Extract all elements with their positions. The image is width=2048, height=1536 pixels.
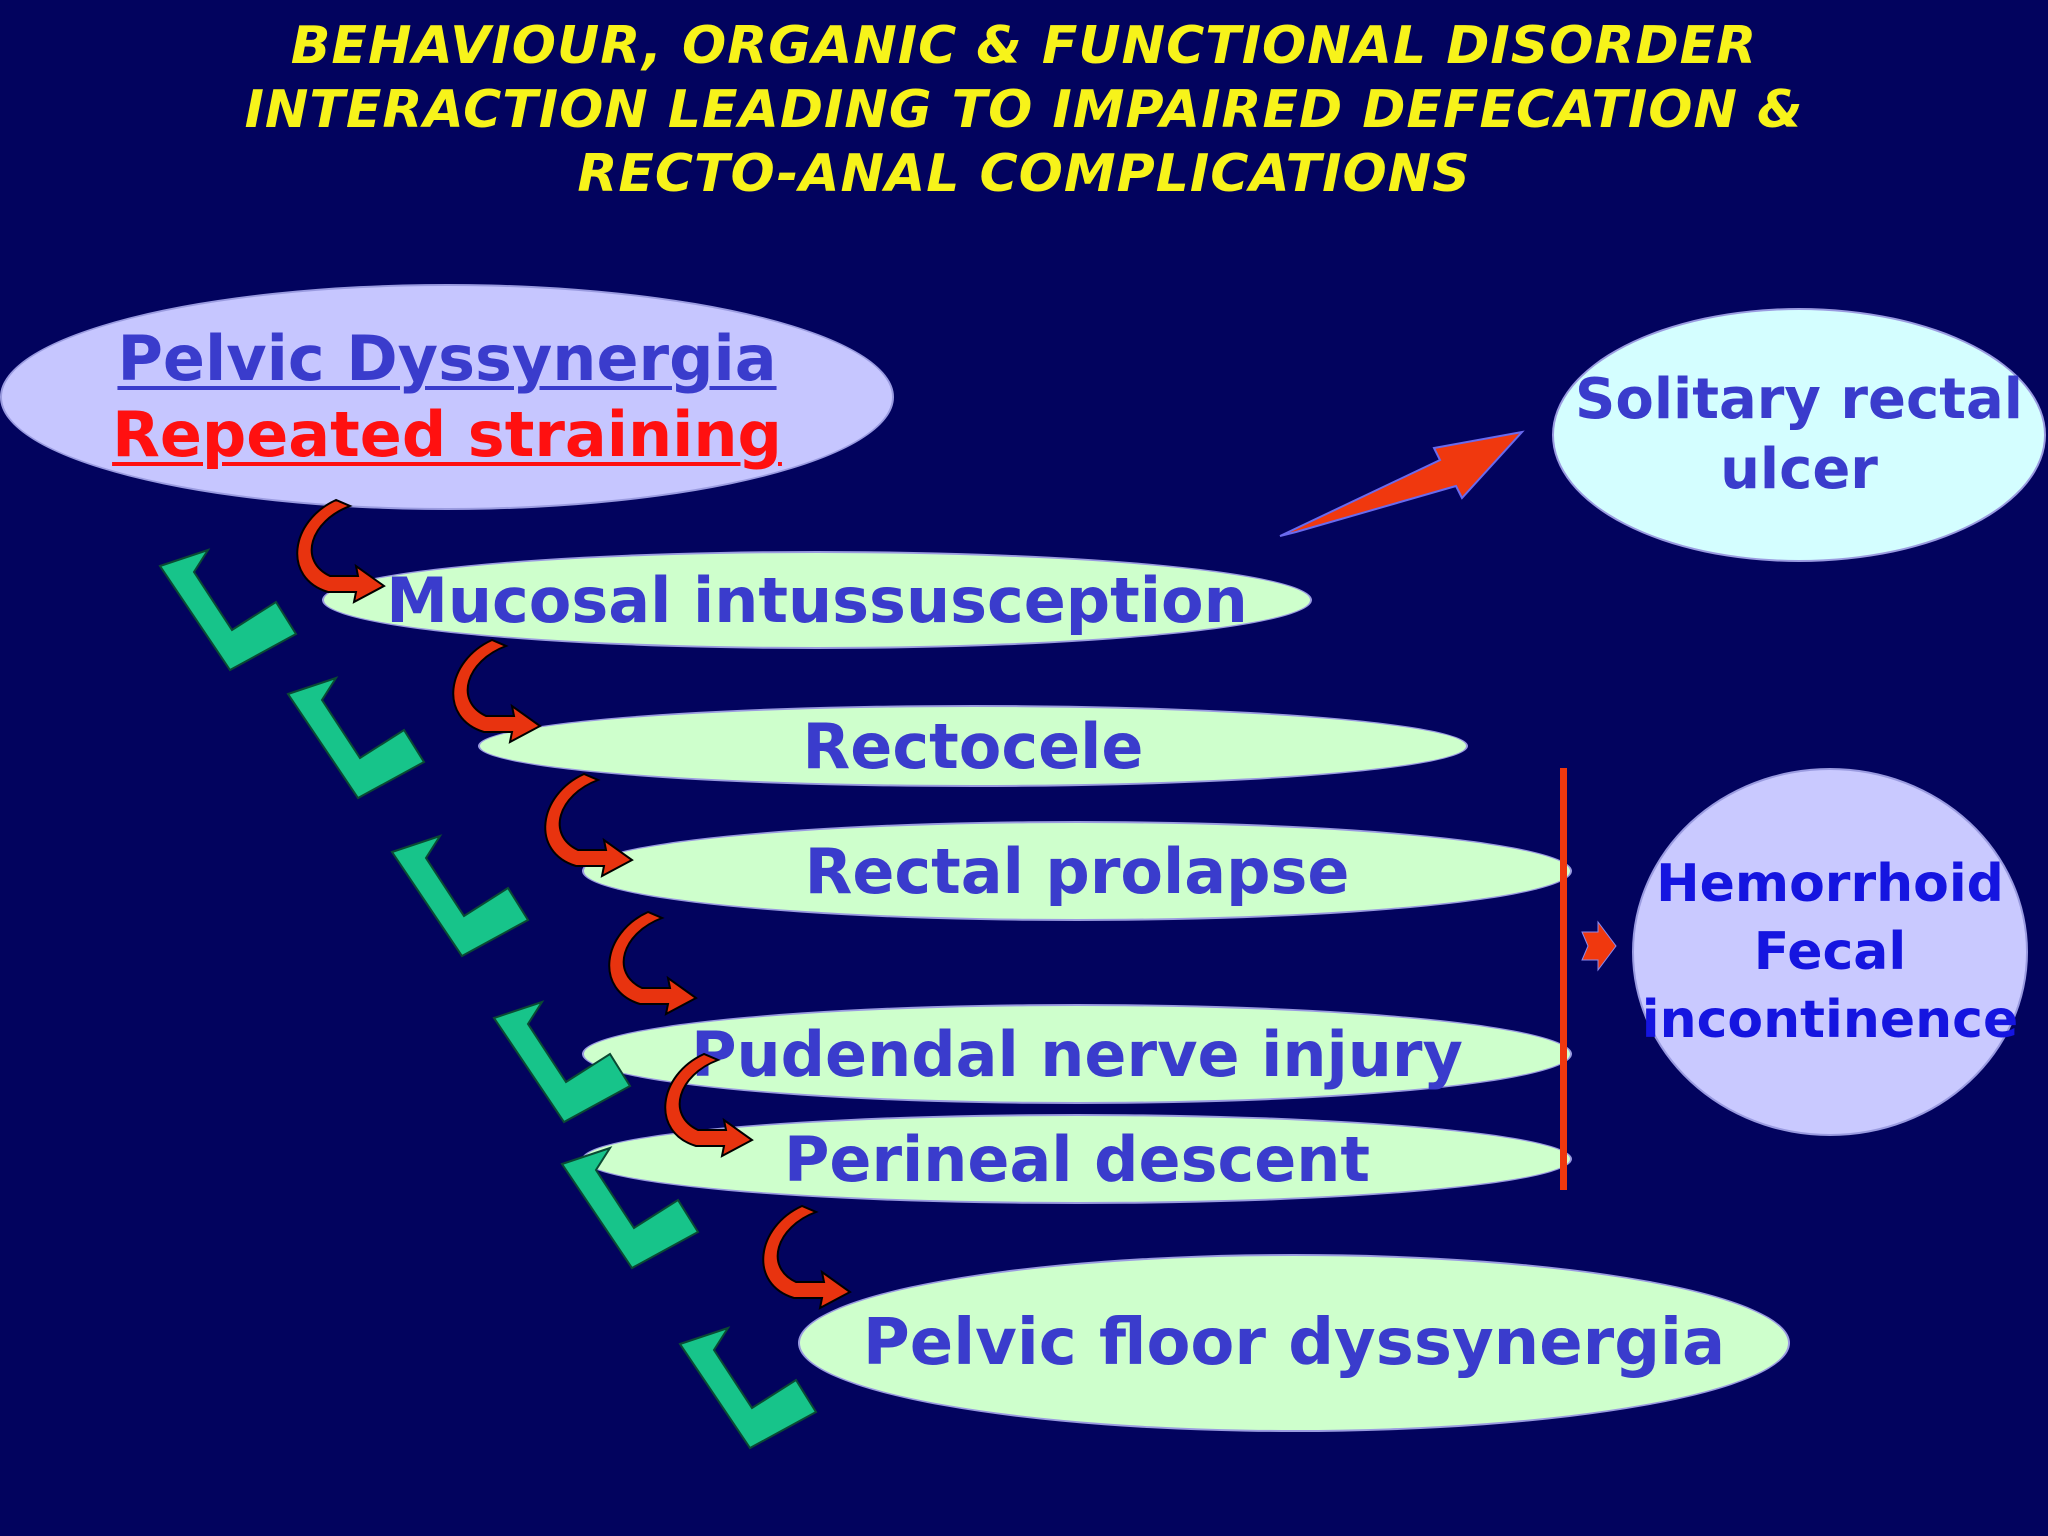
- rectal-prolapse-label: Rectal prolapse: [804, 834, 1350, 908]
- green-return-arrow-icon: [679, 1327, 817, 1449]
- arrow-to-ulcer-icon: [1279, 430, 1525, 537]
- perineal-descent-label: Perineal descent: [783, 1122, 1371, 1196]
- mucosal-intussusception-oval: Mucosal intussusception: [322, 551, 1312, 649]
- ulcer-label-line-2: ulcer: [1720, 437, 1878, 502]
- perineal-descent-oval: Perineal descent: [582, 1114, 1572, 1204]
- ulcer-label-line-1: Solitary rectal: [1575, 367, 2023, 432]
- solitary-rectal-ulcer-oval: Solitary rectal ulcer: [1552, 308, 2046, 562]
- pudendal-nerve-injury-label: Pudendal nerve injury: [691, 1017, 1463, 1091]
- arrow-to-hemorrhoid-icon: [1581, 920, 1617, 972]
- mucosal-intussusception-label: Mucosal intussusception: [386, 563, 1248, 637]
- red-curved-arrow-icon: [608, 911, 697, 1015]
- rectocele-oval: Rectocele: [478, 705, 1468, 787]
- hemorrhoid-label: Hemorrhoid: [1656, 854, 2004, 914]
- pelvic-floor-dyssynergia-oval: Pelvic floor dyssynergia: [798, 1254, 1790, 1432]
- repeated-straining-label: Repeated straining: [112, 398, 782, 471]
- rectocele-label: Rectocele: [802, 709, 1144, 783]
- title-line-3: RECTO-ANAL COMPLICATIONS: [577, 144, 1471, 204]
- pelvic-dyssynergia-oval: Pelvic Dyssynergia Repeated straining: [0, 284, 894, 510]
- rectal-prolapse-oval: Rectal prolapse: [582, 821, 1572, 921]
- pudendal-nerve-injury-oval: Pudendal nerve injury: [582, 1004, 1572, 1104]
- hemorrhoid-incontinence-oval: Hemorrhoid Fecal incontinence: [1632, 768, 2028, 1136]
- green-return-arrow-icon: [391, 835, 529, 957]
- green-return-arrow-icon: [159, 549, 297, 671]
- pelvic-floor-dyssynergia-label: Pelvic floor dyssynergia: [862, 1306, 1726, 1380]
- red-curved-arrow-icon: [762, 1205, 851, 1309]
- bracket-bar: [1560, 768, 1567, 1190]
- pelvic-dyssynergia-label: Pelvic Dyssynergia: [117, 322, 777, 395]
- green-return-arrow-icon: [287, 677, 425, 799]
- title-line-2: INTERACTION LEADING TO IMPAIRED DEFECATI…: [244, 80, 1804, 140]
- title-line-1: BEHAVIOUR, ORGANIC & FUNCTIONAL DISORDER: [290, 16, 1758, 76]
- incontinence-label: incontinence: [1641, 990, 2019, 1050]
- red-curved-arrow-icon: [452, 639, 541, 743]
- fecal-label: Fecal: [1753, 922, 1907, 982]
